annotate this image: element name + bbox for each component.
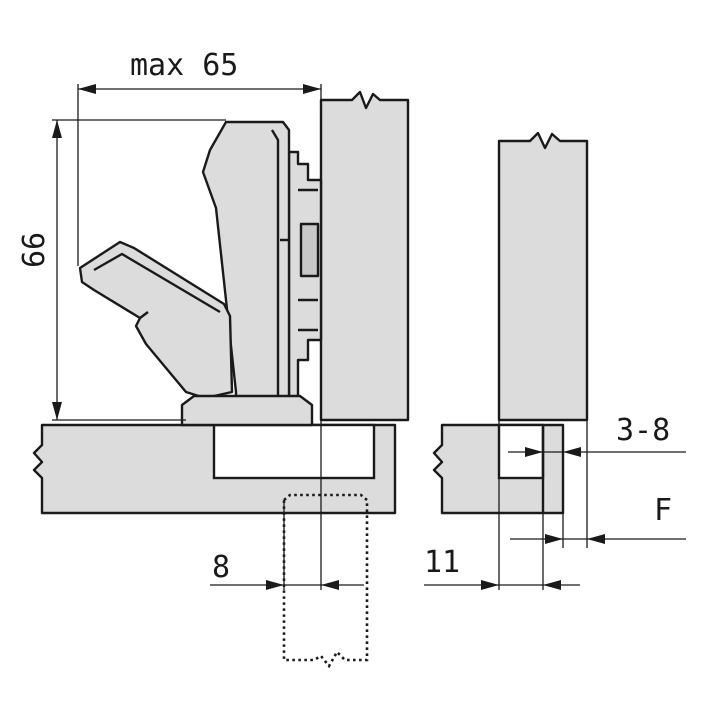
hinge-cup-base	[180, 394, 314, 427]
mounting-plate-clip	[298, 188, 318, 332]
detail-side-panel	[497, 131, 589, 422]
arrowhead	[543, 580, 561, 590]
dim-label-8: 8	[212, 550, 230, 585]
dim-label-11: 11	[424, 545, 460, 580]
hinge-arm-edge	[270, 129, 289, 398]
arrowhead	[78, 84, 96, 94]
dim-label-3-8: 3-8	[616, 413, 670, 448]
dim-label-F: F	[654, 493, 672, 528]
dim-label-66: 66	[17, 232, 52, 268]
arrowhead	[481, 580, 499, 590]
arrowhead	[303, 84, 321, 94]
arrowhead	[525, 447, 543, 457]
cabinet-side-panel	[319, 90, 410, 422]
arrowhead	[266, 580, 284, 590]
arrowhead	[545, 534, 563, 544]
arrowhead	[321, 580, 339, 590]
drill-hole-hidden	[282, 493, 369, 669]
arrowhead	[52, 120, 62, 138]
arrowhead	[52, 402, 62, 420]
hinge-cup-recess	[212, 423, 376, 480]
dim-label-max65: max 65	[130, 48, 238, 83]
hinge-lever-edge	[93, 252, 221, 319]
arrowhead	[587, 534, 605, 544]
mounting-plate-slot	[299, 222, 320, 278]
arrowhead	[563, 447, 581, 457]
